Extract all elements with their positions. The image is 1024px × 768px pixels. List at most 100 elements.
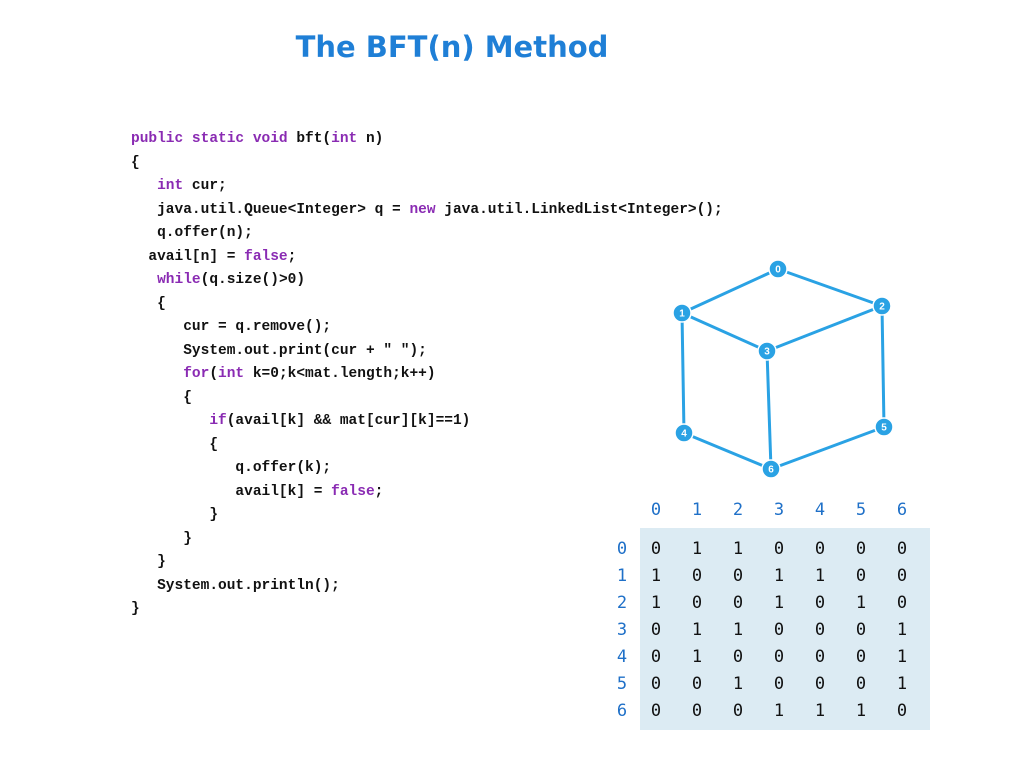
matrix-column-header: 3: [773, 500, 785, 520]
matrix-cell: 0: [732, 566, 744, 586]
graph-edge: [682, 431, 773, 471]
matrix-cell: 0: [773, 539, 785, 559]
code-text: {: [131, 389, 192, 406]
code-text: {: [131, 436, 219, 453]
code-text: System.out.print(cur + " ");: [131, 342, 427, 359]
matrix-cell: 0: [855, 566, 867, 586]
graph-edge: [765, 349, 773, 471]
code-text: avail[n] =: [131, 248, 245, 265]
code-line: {: [131, 434, 723, 458]
code-line: java.util.Queue<Integer> q = new java.ut…: [131, 199, 723, 223]
matrix-cell: 1: [773, 593, 785, 613]
matrix-cell: 1: [650, 566, 662, 586]
code-text: [131, 366, 183, 382]
matrix-cell: 0: [896, 566, 908, 586]
code-text: k=0;k<mat.length;k++): [244, 366, 436, 382]
graph-edge: [680, 311, 686, 435]
code-text: avail[k] =: [131, 483, 332, 500]
graph-node: [674, 423, 694, 443]
matrix-cell: 1: [773, 566, 785, 586]
matrix-cell: 0: [814, 620, 826, 640]
graph-edge: [680, 311, 769, 353]
code-text: System.out.println();: [131, 577, 340, 594]
code-text: q.offer(n);: [131, 225, 253, 241]
graph-node-label: 5: [881, 423, 887, 434]
matrix-cell: 0: [691, 701, 703, 721]
matrix-column-header: 2: [732, 500, 744, 520]
matrix-cell: 0: [855, 539, 867, 559]
code-line: {: [131, 293, 723, 317]
code-line: cur = q.remove();: [131, 316, 723, 340]
graph-node: [768, 259, 788, 279]
matrix-cell: 1: [855, 593, 867, 613]
matrix-cell: 0: [896, 701, 908, 721]
code-text: {: [131, 295, 166, 312]
code-keyword: public static void: [131, 131, 297, 147]
graph-node: [761, 459, 781, 479]
code-line: if(avail[k] && mat[cur][k]==1): [131, 410, 723, 434]
code-keyword: int: [218, 366, 245, 382]
matrix-cell: 0: [650, 620, 662, 640]
code-line: avail[k] = false;: [131, 481, 723, 505]
code-text: n): [357, 131, 384, 147]
matrix-cell: 0: [732, 647, 744, 667]
matrix-cell: 1: [691, 539, 703, 559]
matrix-cell: 1: [650, 593, 662, 613]
code-keyword: false: [331, 483, 375, 500]
code-line: }: [131, 551, 723, 575]
graph-node: [874, 417, 894, 437]
code-text: [131, 272, 157, 288]
code-line: }: [131, 528, 723, 552]
adjacency-matrix-background: [640, 528, 930, 730]
graph-edge: [769, 425, 886, 471]
matrix-cell: 1: [732, 674, 744, 694]
code-keyword: int: [331, 131, 358, 147]
graph-node-label: 6: [768, 465, 774, 476]
matrix-cell: 0: [691, 674, 703, 694]
matrix-cell: 1: [691, 647, 703, 667]
code-text: q.offer(k);: [131, 460, 332, 476]
code-keyword: int: [157, 178, 184, 194]
graph-node-label: 1: [679, 309, 685, 320]
code-line: {: [131, 152, 723, 176]
graph-node: [872, 296, 892, 316]
matrix-column-header: 0: [650, 500, 662, 520]
code-text: cur = q.remove();: [131, 319, 332, 335]
matrix-cell: 1: [896, 647, 908, 667]
matrix-cell: 0: [855, 647, 867, 667]
code-text: {: [131, 154, 140, 171]
matrix-cell: 0: [896, 539, 908, 559]
code-line: for(int k=0;k<mat.length;k++): [131, 363, 723, 387]
matrix-cell: 0: [773, 674, 785, 694]
code-text: cur;: [183, 178, 227, 194]
matrix-cell: 0: [732, 701, 744, 721]
code-line: while(q.size()>0): [131, 269, 723, 293]
matrix-cell: 1: [773, 701, 785, 721]
matrix-cell: 1: [814, 566, 826, 586]
matrix-cell: 0: [814, 593, 826, 613]
code-line: System.out.print(cur + " ");: [131, 340, 723, 364]
matrix-cell: 0: [691, 593, 703, 613]
code-text: }: [131, 601, 140, 617]
code-line: avail[n] = false;: [131, 246, 723, 270]
matrix-cell: 1: [814, 701, 826, 721]
matrix-column-header: 4: [814, 500, 826, 520]
code-text: ;: [287, 248, 297, 265]
matrix-cell: 0: [650, 701, 662, 721]
code-text: [131, 413, 209, 429]
matrix-cell: 0: [814, 539, 826, 559]
code-line: {: [131, 387, 723, 411]
matrix-cell: 0: [814, 674, 826, 694]
matrix-row-header: 4: [616, 647, 628, 667]
graph-node: [672, 303, 692, 323]
matrix-row-header: 1: [616, 566, 628, 586]
code-keyword: for: [183, 366, 210, 382]
slide-title: The BFT(n) Method: [295, 30, 609, 64]
matrix-cell: 0: [773, 647, 785, 667]
matrix-cell: 1: [896, 620, 908, 640]
code-text: (q.size()>0): [200, 272, 306, 288]
graph-node-label: 3: [764, 347, 770, 358]
code-line: }: [131, 598, 723, 622]
matrix-cell: 0: [732, 593, 744, 613]
